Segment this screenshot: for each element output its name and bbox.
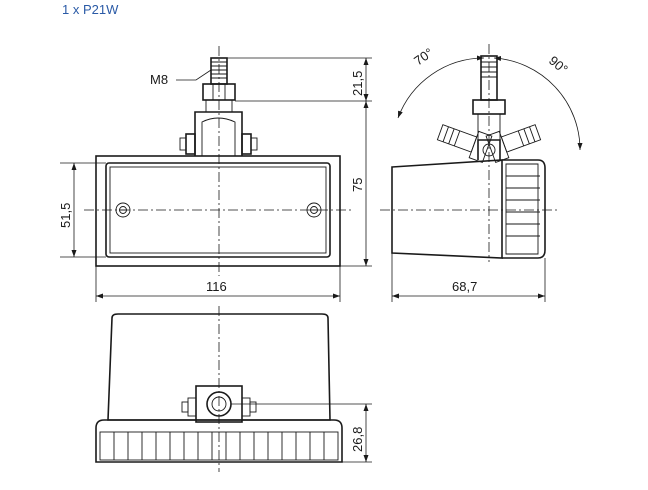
tilt-angle-right-label: 90° — [546, 53, 571, 77]
bulb-spec-caption: 1 x P21W — [62, 2, 119, 17]
total-height-label: 75 — [350, 178, 365, 192]
side-lens — [502, 159, 546, 259]
thread-size-label: M8 — [150, 72, 168, 87]
tilt-arc-right — [493, 55, 583, 151]
depth-label: 68,7 — [452, 279, 477, 294]
front-view: M8 21,5 75 51,5 116 — [58, 46, 372, 302]
bottom-height-label: 26,8 — [350, 427, 365, 452]
front-housing-outline — [95, 155, 341, 267]
bottom-lens — [95, 419, 343, 463]
side-view: 70° 90° 68,7 — [380, 44, 583, 302]
tilt-arc-left — [397, 55, 485, 119]
tilt-angle-left-label: 70° — [411, 45, 436, 69]
stud-height-label: 21,5 — [350, 71, 365, 96]
bottom-housing — [107, 313, 331, 421]
side-housing — [391, 159, 503, 259]
bottom-view: 26,8 — [95, 306, 372, 472]
mounting-bracket — [179, 57, 258, 156]
lens-height-label: 51,5 — [58, 203, 73, 228]
width-label: 116 — [206, 279, 227, 294]
